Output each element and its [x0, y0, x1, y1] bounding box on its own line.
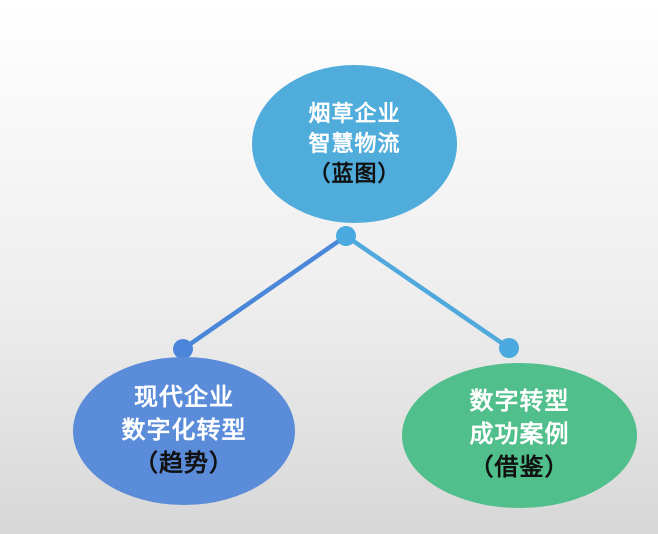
connector-dot-right [499, 338, 519, 358]
node-text-line: （蓝图） [308, 161, 401, 186]
connector-line-right[interactable] [344, 234, 511, 350]
connector-dot-top [336, 226, 356, 246]
node-text-line: 数字化转型 [121, 417, 247, 444]
node-text-line: （借鉴） [469, 455, 570, 481]
node-text-line: 成功案例 [469, 422, 570, 448]
node-text-line: 烟草企业 [308, 101, 401, 126]
connector-dot-left [173, 339, 193, 359]
node-text-line: 智慧物流 [308, 131, 401, 156]
node-text-line: （趋势） [134, 450, 234, 477]
node-text-line: 数字转型 [469, 389, 570, 415]
node-smart-logistics-blueprint[interactable]: 烟草企业 智慧物流 （蓝图） [252, 65, 457, 223]
node-text-line: 现代企业 [134, 384, 234, 411]
node-digital-transformation-trend[interactable]: 现代企业 数字化转型 （趋势） [73, 357, 295, 505]
node-success-cases-reference[interactable]: 数字转型 成功案例 （借鉴） [402, 363, 637, 508]
connector-line-left[interactable] [181, 234, 348, 351]
